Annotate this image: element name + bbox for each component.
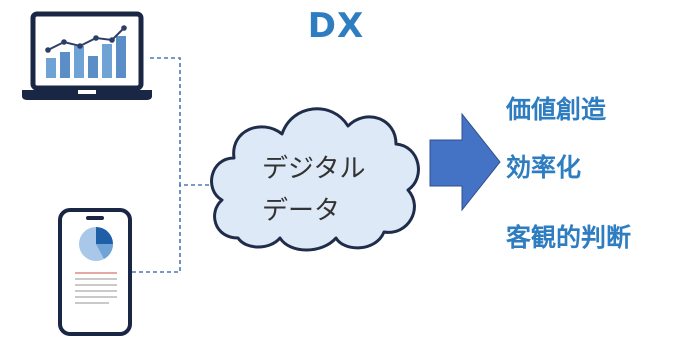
outcome-efficiency: 効率化: [506, 153, 582, 182]
smartphone-pie-icon: [58, 208, 132, 336]
cloud-label-line-2: データ: [262, 196, 341, 226]
page-title: DX: [307, 6, 365, 46]
cloud-label-line-1: デジタル: [262, 154, 366, 184]
outcome-value-creation: 価値創造: [506, 95, 607, 124]
outcome-objective-judgment: 客観的判断: [506, 223, 632, 252]
cloud-label: デジタル データ: [262, 148, 412, 232]
right-arrow-icon: [429, 112, 501, 212]
laptop-chart-icon: [22, 11, 152, 100]
phone-connector: [132, 185, 181, 273]
laptop-connector: [150, 57, 218, 186]
cloud-icon: [210, 107, 420, 252]
connector-lines: [132, 57, 218, 273]
